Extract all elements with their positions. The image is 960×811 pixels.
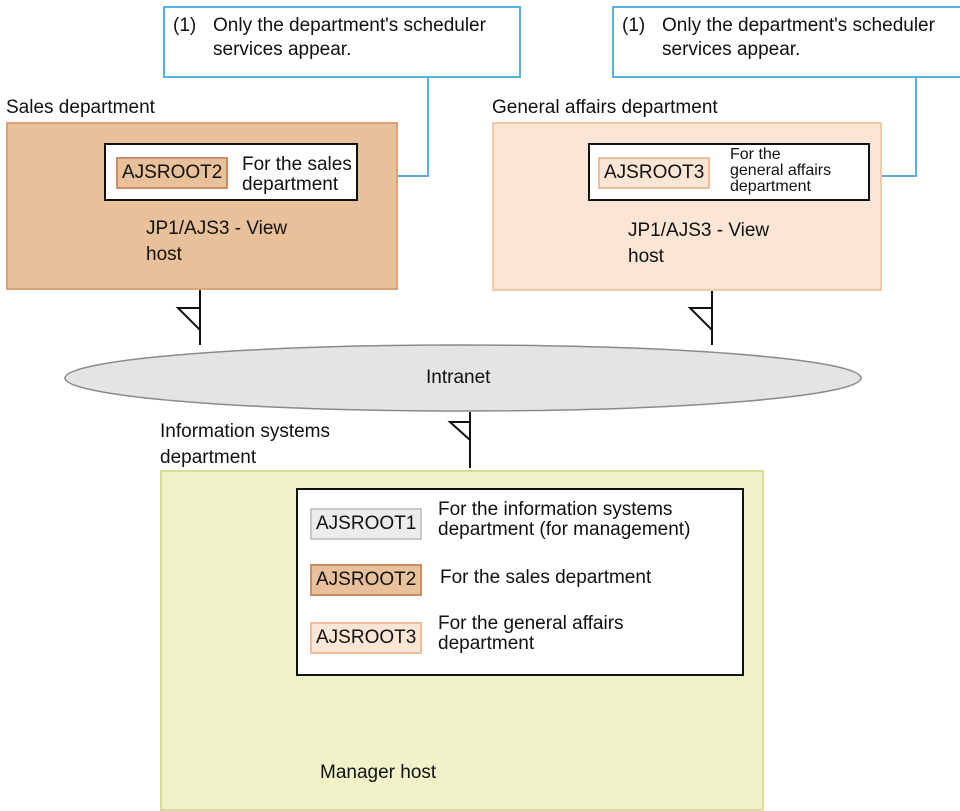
- sales-scheduler-desc-line1: For the sales: [242, 154, 352, 175]
- ajsroot2-tag: AJSROOT2: [310, 564, 423, 596]
- general-department-label: General affairs department: [492, 97, 718, 118]
- general-host-label-line2: host: [628, 246, 664, 267]
- intranet-label: Intranet: [426, 367, 491, 388]
- infosys-network-link: [447, 412, 471, 468]
- intranet-cloud: [64, 344, 862, 412]
- callout-text-line1: Only the department's scheduler: [662, 15, 935, 36]
- callout-text-line1: Only the department's scheduler: [213, 15, 486, 36]
- sales-scheduler-desc-line2: department: [242, 174, 339, 195]
- callout-right: (1) Only the department's scheduler serv…: [612, 6, 960, 78]
- ajsroot2-desc-line1: For the sales department: [440, 567, 652, 588]
- sales-scheduler-tag: AJSROOT2: [116, 157, 229, 189]
- ajsroot1-desc-line2: department (for management): [438, 519, 691, 540]
- general-host-label-line1: JP1/AJS3 - View: [628, 220, 770, 241]
- manager-host-label: Manager host: [320, 762, 437, 783]
- sales-department-label: Sales department: [6, 97, 155, 118]
- ajsroot3-tag: AJSROOT3: [310, 622, 423, 654]
- callout-left: (1) Only the department's scheduler serv…: [163, 6, 521, 78]
- general-scheduler-desc-line2: general affairs: [730, 162, 832, 179]
- callout-number: (1): [173, 15, 197, 36]
- infosys-department-label-line1: Information systems: [160, 421, 330, 442]
- sales-host-label-line1: JP1/AJS3 - View: [146, 218, 288, 239]
- ajsroot1-tag: AJSROOT1: [310, 508, 423, 540]
- ajsroot3-desc-line1: For the general affairs: [438, 613, 624, 634]
- general-scheduler-desc-line1: For the: [730, 146, 781, 163]
- infosys-department-label-line2: department: [160, 447, 257, 468]
- callout-text-line2: services appear.: [662, 39, 801, 60]
- sales-network-link: [175, 290, 201, 345]
- general-network-link: [687, 291, 713, 345]
- sales-host-label-line2: host: [146, 244, 182, 265]
- general-scheduler-tag: AJSROOT3: [598, 157, 711, 189]
- callout-leader-right: [866, 78, 917, 177]
- ajsroot1-desc-line1: For the information systems: [438, 499, 673, 520]
- general-scheduler-desc-line3: department: [730, 178, 811, 195]
- callout-number: (1): [622, 15, 646, 36]
- callout-text-line2: services appear.: [213, 39, 352, 60]
- ajsroot3-desc-line2: department: [438, 633, 535, 654]
